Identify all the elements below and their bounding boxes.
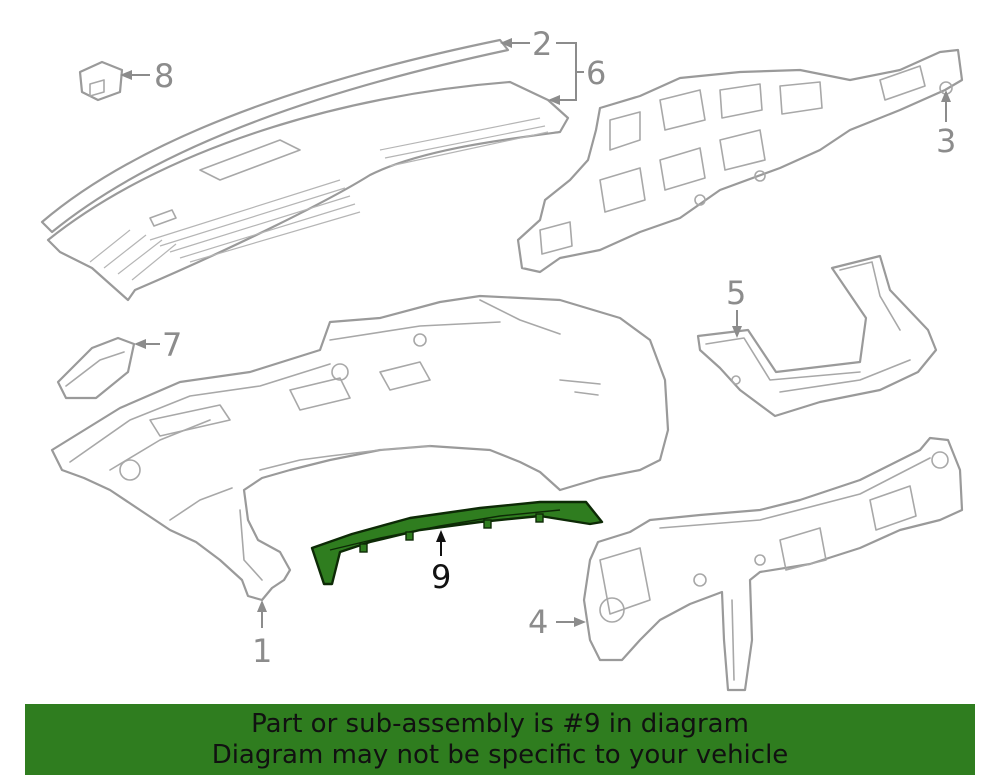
callout-8: 8 bbox=[154, 57, 174, 95]
part-info-banner: Part or sub-assembly is #9 in diagram Di… bbox=[25, 704, 975, 775]
parts-diagram: 2 6 8 3 5 7 1 4 9 bbox=[40, 25, 964, 692]
callout-6: 6 bbox=[586, 54, 606, 92]
part-5-bracket bbox=[696, 254, 938, 418]
callout-5: 5 bbox=[726, 274, 746, 312]
callout-9: 9 bbox=[431, 558, 451, 596]
callout-2: 2 bbox=[532, 25, 552, 63]
callout-leaders bbox=[120, 38, 951, 628]
part-1-instrument-panel bbox=[50, 294, 670, 602]
banner-line-2: Diagram may not be specific to your vehi… bbox=[211, 739, 789, 770]
part-7-panel bbox=[56, 336, 136, 400]
part-8-clip bbox=[78, 60, 124, 102]
callout-4: 4 bbox=[528, 603, 548, 641]
callout-1: 1 bbox=[252, 632, 272, 670]
callout-7: 7 bbox=[162, 326, 182, 364]
part-9-trim-strip bbox=[310, 500, 604, 586]
part-2-6-dash-top bbox=[40, 38, 570, 302]
callout-3: 3 bbox=[936, 122, 956, 160]
part-3-bracket bbox=[516, 48, 964, 274]
part-4-cross-beam bbox=[582, 436, 964, 692]
banner-line-1: Part or sub-assembly is #9 in diagram bbox=[251, 708, 749, 739]
